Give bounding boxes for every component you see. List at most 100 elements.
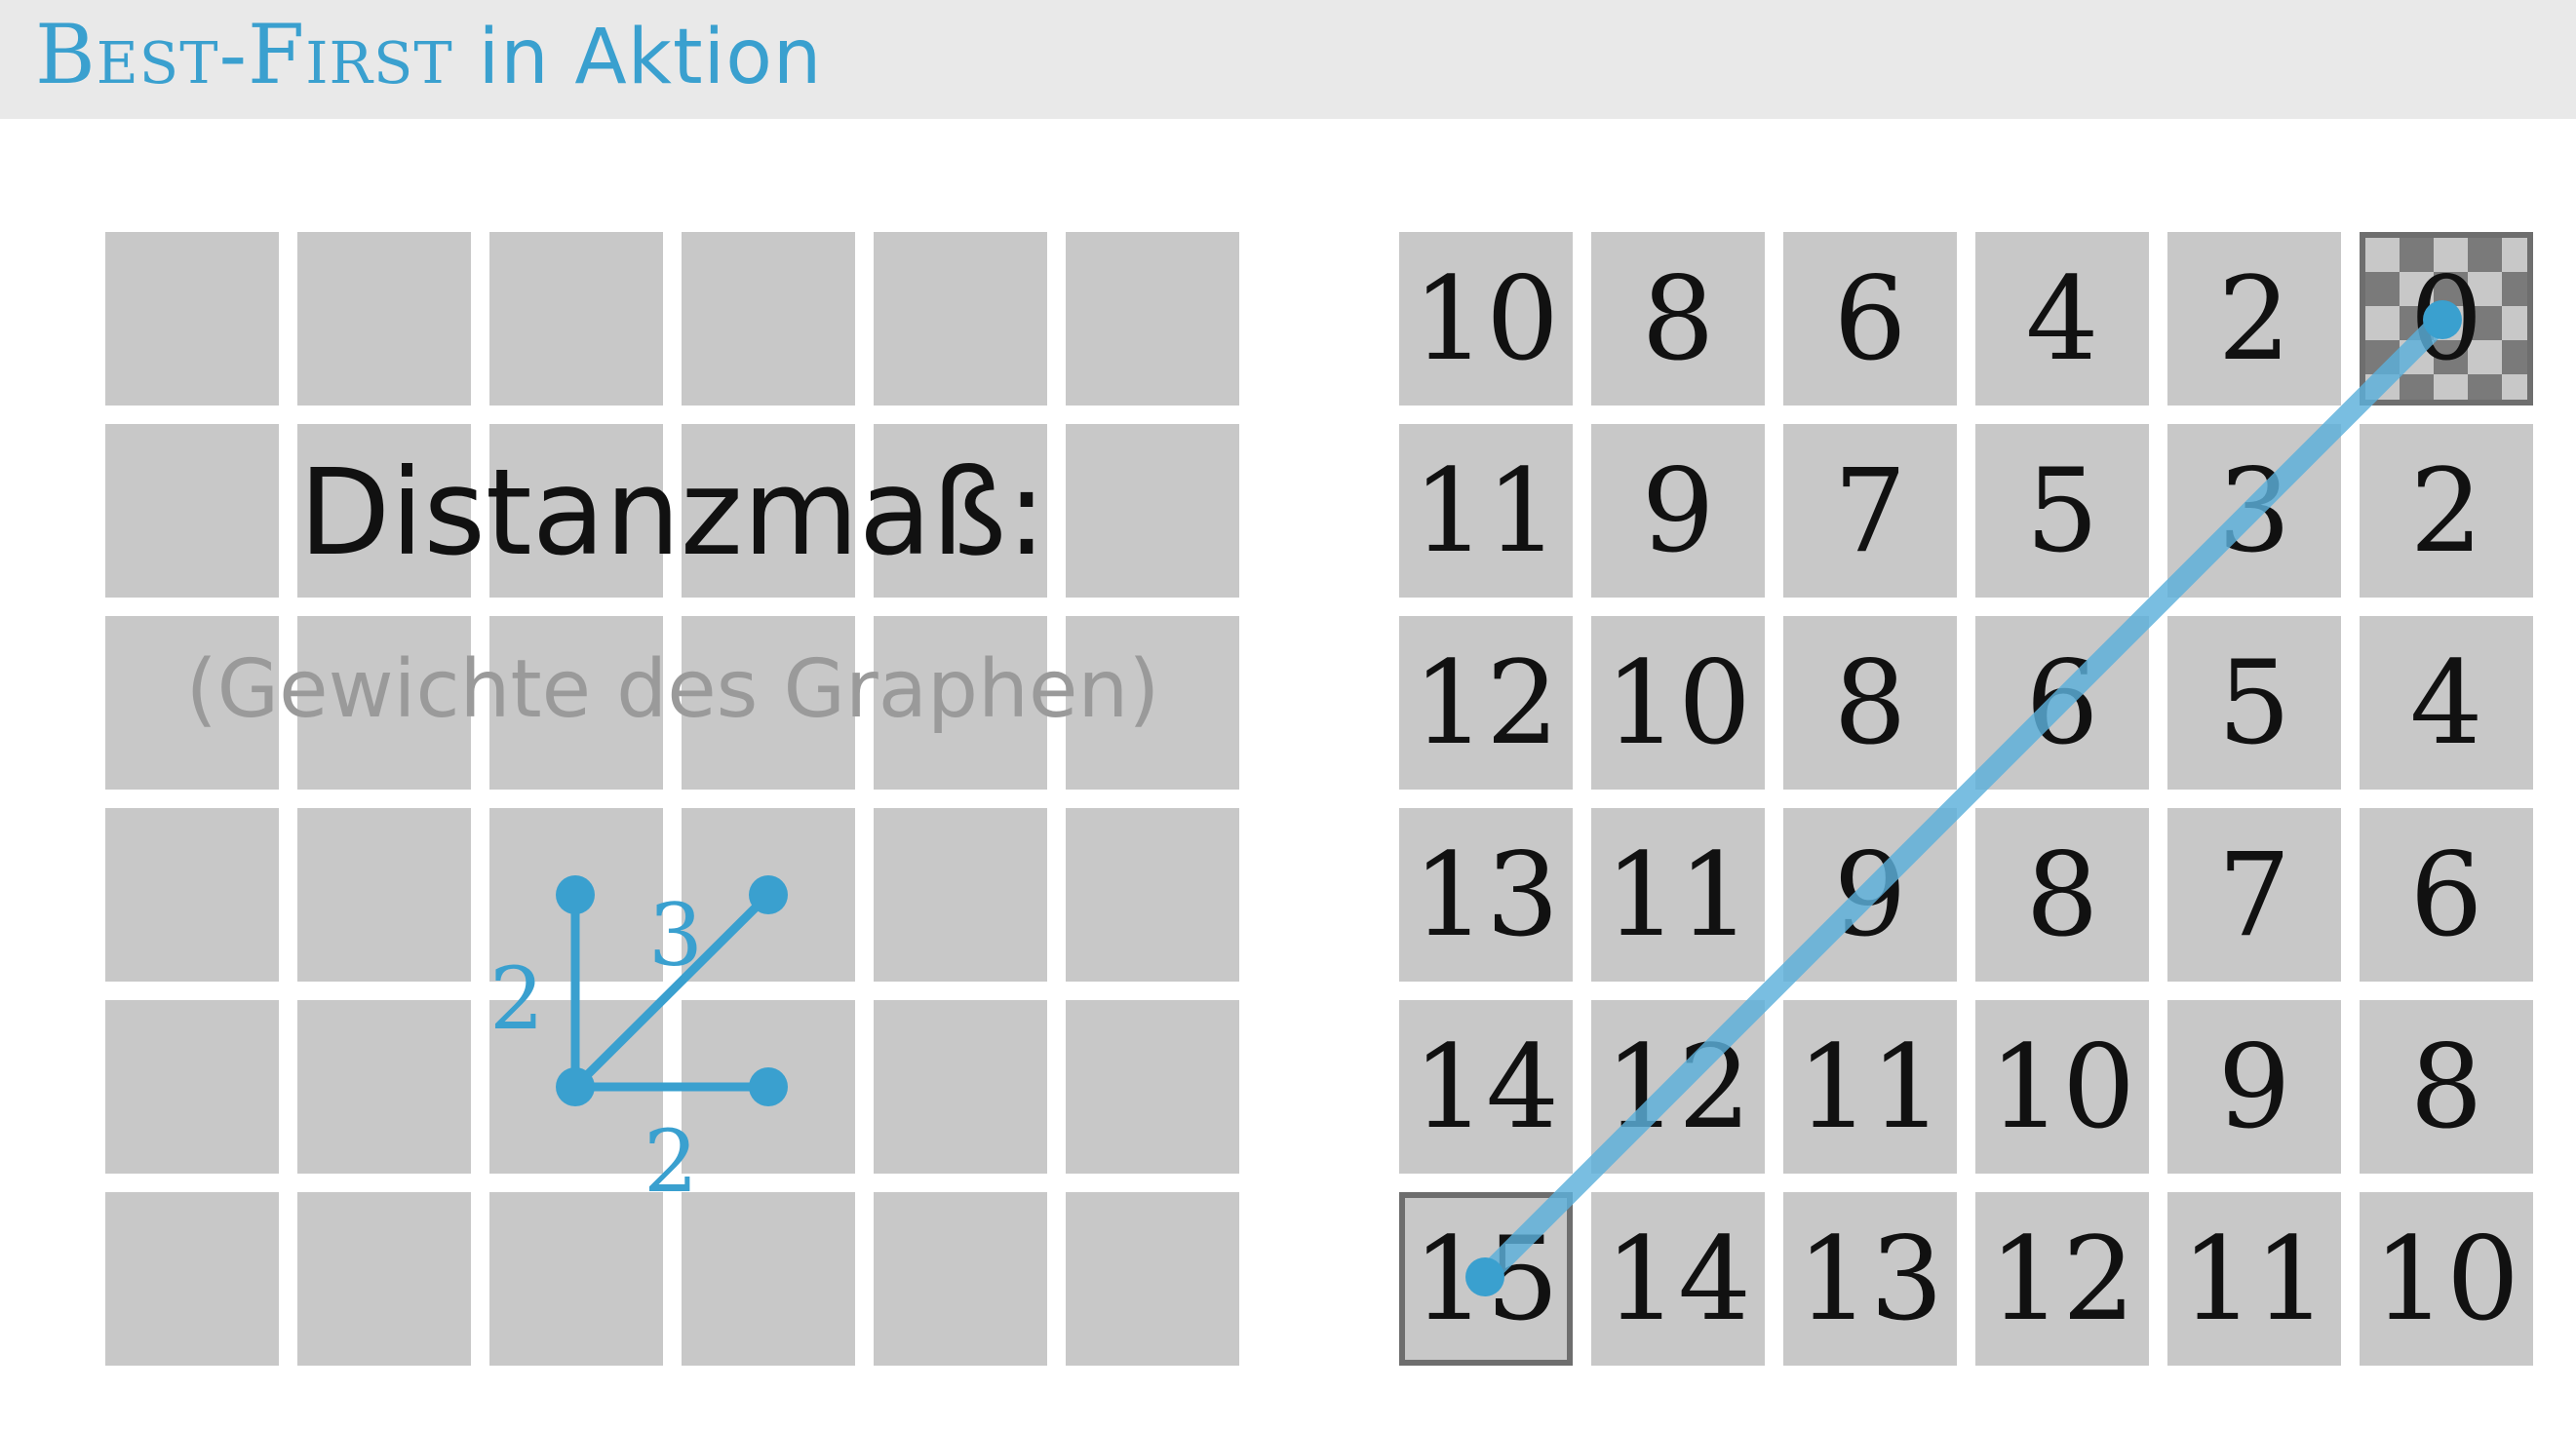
edge-diagonal — [571, 891, 772, 1091]
empty-cell — [105, 1000, 279, 1174]
empty-cell — [105, 424, 279, 598]
distance-cell — [1783, 1192, 1957, 1366]
path-line — [1474, 309, 2453, 1288]
distance-cell — [2167, 1000, 2341, 1174]
distance-cell — [1591, 232, 1765, 406]
distance-cell — [1975, 1000, 2149, 1174]
distance-cell — [2360, 1192, 2533, 1366]
distance-cell — [1783, 1000, 1957, 1174]
title-bar: Best-First in Aktion — [0, 0, 2576, 119]
empty-cell — [1066, 1192, 1239, 1366]
distance-cell — [2360, 808, 2533, 982]
distance-cell — [1975, 232, 2149, 406]
distance-value: 12 — [1988, 1212, 2136, 1346]
distance-cell — [2167, 1192, 2341, 1366]
distance-cell — [2360, 616, 2533, 790]
distance-cell — [1975, 424, 2149, 598]
distance-cell — [1591, 808, 1765, 982]
distance-cell — [2167, 808, 2341, 982]
distance-value: 2 — [2217, 251, 2291, 386]
empty-cell — [297, 232, 471, 406]
distance-measure-heading: Distanzmaß: — [298, 444, 1047, 582]
distance-value: 8 — [2025, 828, 2099, 962]
best-first-path — [1465, 300, 2462, 1296]
empty-cell — [1066, 808, 1239, 982]
empty-cell — [489, 616, 663, 790]
empty-cell — [105, 232, 279, 406]
distance-cell — [2167, 616, 2341, 790]
distance-value: 4 — [2409, 636, 2483, 770]
empty-cell — [489, 1192, 663, 1366]
weight-graph: 2 3 2 — [489, 875, 788, 1212]
empty-cell — [297, 424, 471, 598]
distance-value: 11 — [1796, 1020, 1944, 1154]
empty-cell — [1066, 616, 1239, 790]
empty-cell — [105, 616, 279, 790]
distance-cell — [2360, 1000, 2533, 1174]
distance-value: 4 — [2025, 251, 2099, 386]
distance-value: 13 — [1796, 1212, 1944, 1346]
empty-cell — [874, 808, 1047, 982]
distance-value: 10 — [1604, 636, 1752, 770]
distance-value: 2 — [2409, 444, 2483, 578]
empty-cell — [682, 1192, 855, 1366]
empty-cell — [682, 424, 855, 598]
path-start-dot — [1465, 1257, 1504, 1296]
node-center — [556, 1067, 595, 1106]
empty-cell — [874, 616, 1047, 790]
distance-value: 7 — [2217, 828, 2291, 962]
distance-cell — [1591, 616, 1765, 790]
distance-value: 10 — [2372, 1212, 2520, 1346]
empty-cell — [682, 232, 855, 406]
distance-value: 6 — [2409, 828, 2483, 962]
empty-cell — [105, 1192, 279, 1366]
empty-cell — [297, 616, 471, 790]
empty-cell — [297, 1000, 471, 1174]
distance-cell — [1399, 616, 1573, 790]
empty-cell — [1066, 232, 1239, 406]
empty-cell — [874, 1000, 1047, 1174]
distance-cell — [1399, 424, 1573, 598]
distance-value: 5 — [2025, 444, 2099, 578]
distance-cell — [1399, 1000, 1573, 1174]
distance-value: 8 — [1833, 636, 1907, 770]
distance-value: 11 — [2180, 1212, 2328, 1346]
distance-cell — [1975, 1192, 2149, 1366]
empty-cell — [105, 808, 279, 982]
empty-cell — [874, 1192, 1047, 1366]
empty-cell — [1066, 1000, 1239, 1174]
distance-value: 13 — [1412, 828, 1560, 962]
distance-value: 7 — [1833, 444, 1907, 578]
distance-value: 8 — [1641, 251, 1715, 386]
weight-label-diagonal: 3 — [648, 885, 703, 985]
distance-cell — [1591, 1192, 1765, 1366]
empty-cell — [297, 808, 471, 982]
empty-cell — [874, 232, 1047, 406]
distance-value: 14 — [1604, 1212, 1752, 1346]
distance-value: 6 — [1833, 251, 1907, 386]
weight-label-vertical: 2 — [489, 948, 544, 1049]
node-diagonal — [749, 875, 788, 914]
distance-cell — [1783, 232, 1957, 406]
empty-cell — [489, 424, 663, 598]
node-top — [556, 875, 595, 914]
weight-label-horizontal: 2 — [644, 1111, 698, 1212]
empty-cell — [874, 424, 1047, 598]
distance-cell — [1591, 424, 1765, 598]
distance-cell — [1399, 232, 1573, 406]
empty-cell — [682, 616, 855, 790]
slide-title-main: Best-First — [35, 7, 453, 102]
distance-value: 8 — [2409, 1020, 2483, 1154]
distance-cell — [1399, 808, 1573, 982]
distance-value: 9 — [2217, 1020, 2291, 1154]
distance-cell — [1783, 616, 1957, 790]
distance-value: 5 — [2217, 636, 2291, 770]
distance-value: 10 — [1412, 251, 1560, 386]
distance-value: 10 — [1988, 1020, 2136, 1154]
distance-value: 14 — [1412, 1020, 1560, 1154]
distance-value: 11 — [1604, 828, 1752, 962]
distance-cell — [1783, 424, 1957, 598]
start-cell — [1399, 1192, 1573, 1366]
slide-title-rest: in Aktion — [452, 14, 823, 101]
